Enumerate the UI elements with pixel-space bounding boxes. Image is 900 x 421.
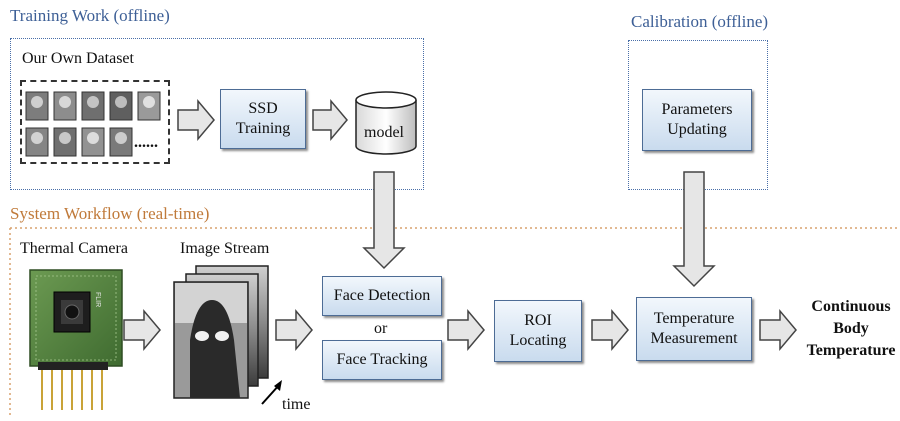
output-line1: Continuous xyxy=(811,298,891,315)
arrow-params-to-temp xyxy=(672,171,716,288)
calibration-section-title: Calibration (offline) xyxy=(631,12,769,31)
dataset-container xyxy=(20,80,170,164)
face-detection-label: Face Detection xyxy=(333,287,431,304)
arrow-roi-to-temp xyxy=(591,308,629,352)
thermal-camera-label: Thermal Camera xyxy=(20,240,128,257)
system-section-title: System Workflow (real-time) xyxy=(10,204,210,223)
arrow-model-to-face-detection xyxy=(362,171,406,270)
parameters-updating-box: Parameters Updating xyxy=(642,89,752,151)
arrow-stream-to-face xyxy=(275,308,313,352)
roi-locating-box: ROI Locating xyxy=(494,300,582,362)
temperature-measurement-line2: Measurement xyxy=(650,330,738,347)
arrow-camera-to-stream xyxy=(123,308,161,352)
ssd-training-line1: SSD xyxy=(248,100,278,117)
parameters-updating-line2: Updating xyxy=(667,121,727,138)
roi-locating-line2: Locating xyxy=(509,332,567,349)
ssd-training-box: SSD Training xyxy=(220,89,306,149)
temperature-measurement-line1: Temperature xyxy=(653,310,735,327)
temperature-measurement-box: Temperature Measurement xyxy=(636,297,752,361)
svg-text:FLIR: FLIR xyxy=(94,292,101,307)
dataset-ellipsis: ...... xyxy=(134,134,158,151)
roi-locating-line1: ROI xyxy=(524,312,552,329)
dataset-thumbnails xyxy=(25,91,161,157)
model-label: model xyxy=(364,124,404,141)
arrow-ssd-to-model xyxy=(312,98,348,142)
training-region xyxy=(10,38,424,190)
ssd-training-line2: Training xyxy=(235,120,291,137)
thermal-person-silhouette xyxy=(190,300,240,398)
arrow-dataset-to-ssd xyxy=(177,98,215,142)
image-stream-label: Image Stream xyxy=(180,240,270,257)
arrow-face-to-roi xyxy=(447,308,485,352)
face-tracking-box: Face Tracking xyxy=(322,340,442,380)
face-tracking-label: Face Tracking xyxy=(336,351,428,368)
continuous-body-temperature-output: Continuous Body Temperature xyxy=(804,296,898,362)
or-label: or xyxy=(374,320,388,337)
flow-arrows xyxy=(123,98,797,352)
dataset-label: Our Own Dataset xyxy=(22,50,134,67)
model-cylinder-icon xyxy=(355,91,417,155)
thermal-camera-icon: FLIR xyxy=(29,269,123,410)
output-line3: Temperature xyxy=(806,342,896,359)
output-line2: Body xyxy=(833,320,869,337)
training-section-title: Training Work (offline) xyxy=(10,6,170,25)
parameters-updating-line1: Parameters xyxy=(661,101,733,118)
image-stream-frames xyxy=(173,265,282,405)
arrow-temp-to-output xyxy=(759,308,797,352)
face-detection-box: Face Detection xyxy=(322,276,442,316)
time-label: time xyxy=(282,396,311,413)
